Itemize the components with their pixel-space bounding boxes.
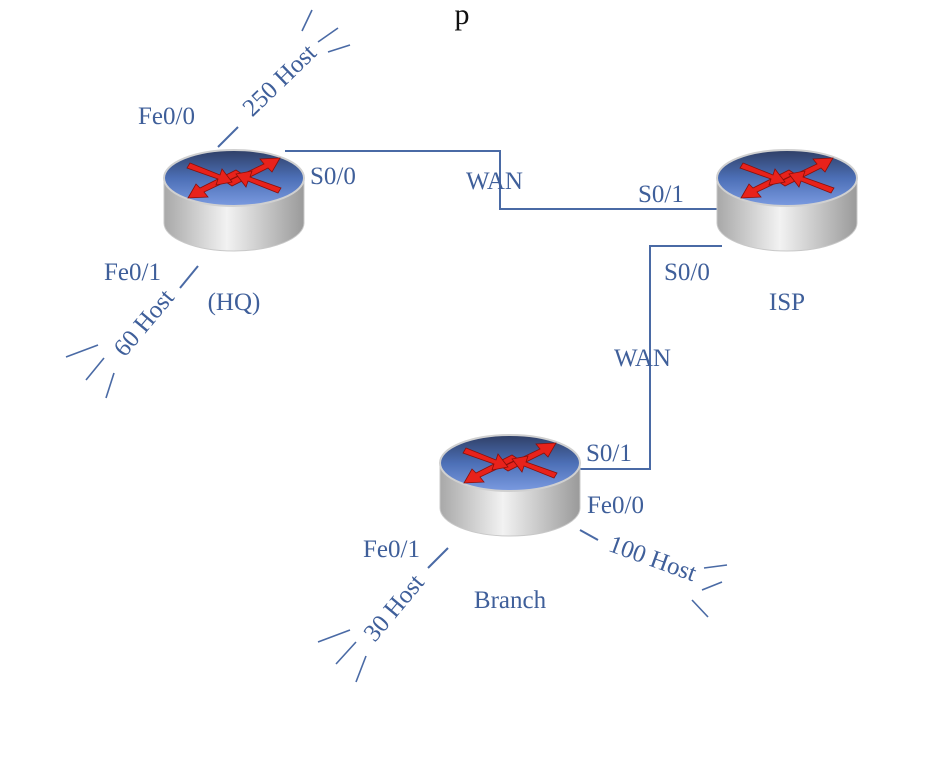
branch-s01-label: S0/1 <box>586 440 632 467</box>
isp-s00-label: S0/0 <box>664 259 710 286</box>
router-branch-label: Branch <box>474 587 547 614</box>
lan-link-hq-250 <box>217 9 351 148</box>
router-hq-icon[interactable] <box>163 149 305 252</box>
lan-link-branch-100 <box>579 529 728 618</box>
router-isp-label: ISP <box>769 289 805 316</box>
hq-fe01-label: Fe0/1 <box>104 259 161 286</box>
wan-link-isp-branch <box>572 245 722 470</box>
isp-s01-label: S0/1 <box>638 181 684 208</box>
wan2-label: WAN <box>614 345 671 372</box>
router-hq-label: (HQ) <box>208 289 261 316</box>
branch-fe01-label: Fe0/1 <box>363 536 420 563</box>
lan-link-branch-30 <box>317 547 449 683</box>
branch-fe00-label: Fe0/0 <box>587 492 644 519</box>
wan1-label: WAN <box>466 168 523 195</box>
lan-link-hq-60 <box>65 265 199 399</box>
router-isp-icon[interactable] <box>716 149 858 252</box>
hq-s00-label: S0/0 <box>310 163 356 190</box>
branch-lan-30-host-label: 30 Host <box>359 569 430 647</box>
hq-fe00-label: Fe0/0 <box>138 103 195 130</box>
wan-link-hq-isp <box>285 150 720 210</box>
router-branch-icon[interactable] <box>439 434 581 537</box>
title-fragment: p <box>455 0 470 31</box>
hq-lan-60-host-label: 60 Host <box>109 284 180 362</box>
hq-lan-250-host-label: 250 Host <box>238 39 322 122</box>
branch-lan-100-host-label: 100 Host <box>605 531 700 588</box>
